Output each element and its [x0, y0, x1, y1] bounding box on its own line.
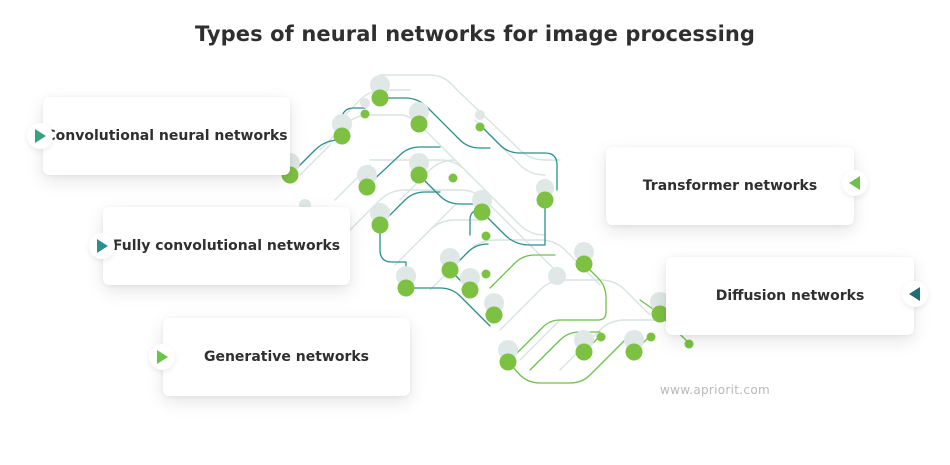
page-title: Types of neural networks for image proce…	[194, 22, 756, 46]
play-arrow-left-icon	[902, 281, 928, 307]
network-node	[475, 122, 485, 132]
card-transformer-networks: Transformer networks	[606, 147, 854, 225]
card-label: Convolutional neural networks	[45, 128, 288, 144]
network-node	[473, 203, 491, 221]
card-diffusion-networks: Diffusion networks	[666, 257, 914, 335]
card-label: Fully convolutional networks	[112, 238, 341, 254]
network-node	[371, 216, 389, 234]
card-fully-convolutional-networks: Fully convolutional networks	[103, 207, 350, 285]
network-node	[536, 191, 554, 209]
play-arrow-right-icon	[149, 344, 175, 370]
card-label: Generative networks	[203, 349, 370, 365]
network-node	[371, 89, 389, 107]
network-node	[333, 127, 351, 145]
network-node	[499, 353, 517, 371]
card-label: Transformer networks	[642, 178, 818, 194]
network-node	[625, 343, 643, 361]
play-arrow-right-icon	[89, 233, 115, 259]
card-label: Diffusion networks	[715, 288, 865, 304]
node-halos	[280, 75, 670, 360]
play-arrow-right-icon	[27, 123, 53, 149]
teal-traces	[289, 97, 558, 327]
network-node	[358, 178, 376, 196]
network-node	[410, 166, 428, 184]
network-node	[646, 332, 656, 342]
network-node	[360, 109, 370, 119]
network-node	[397, 279, 415, 297]
network-node	[410, 115, 428, 133]
play-arrow-left-icon	[842, 170, 868, 196]
watermark: www.apriorit.com	[660, 383, 770, 397]
card-generative-networks: Generative networks	[163, 318, 410, 396]
network-node	[684, 339, 694, 349]
network-node	[575, 255, 593, 273]
network-node	[575, 343, 593, 361]
network-node	[481, 231, 491, 241]
network-node	[485, 306, 503, 324]
network-node	[651, 305, 669, 323]
network-node	[596, 332, 606, 342]
network-node	[461, 281, 479, 299]
network-node	[448, 173, 458, 183]
card-convolutional-neural-networks: Convolutional neural networks	[43, 97, 290, 175]
network-node	[441, 261, 459, 279]
network-node	[481, 269, 491, 279]
